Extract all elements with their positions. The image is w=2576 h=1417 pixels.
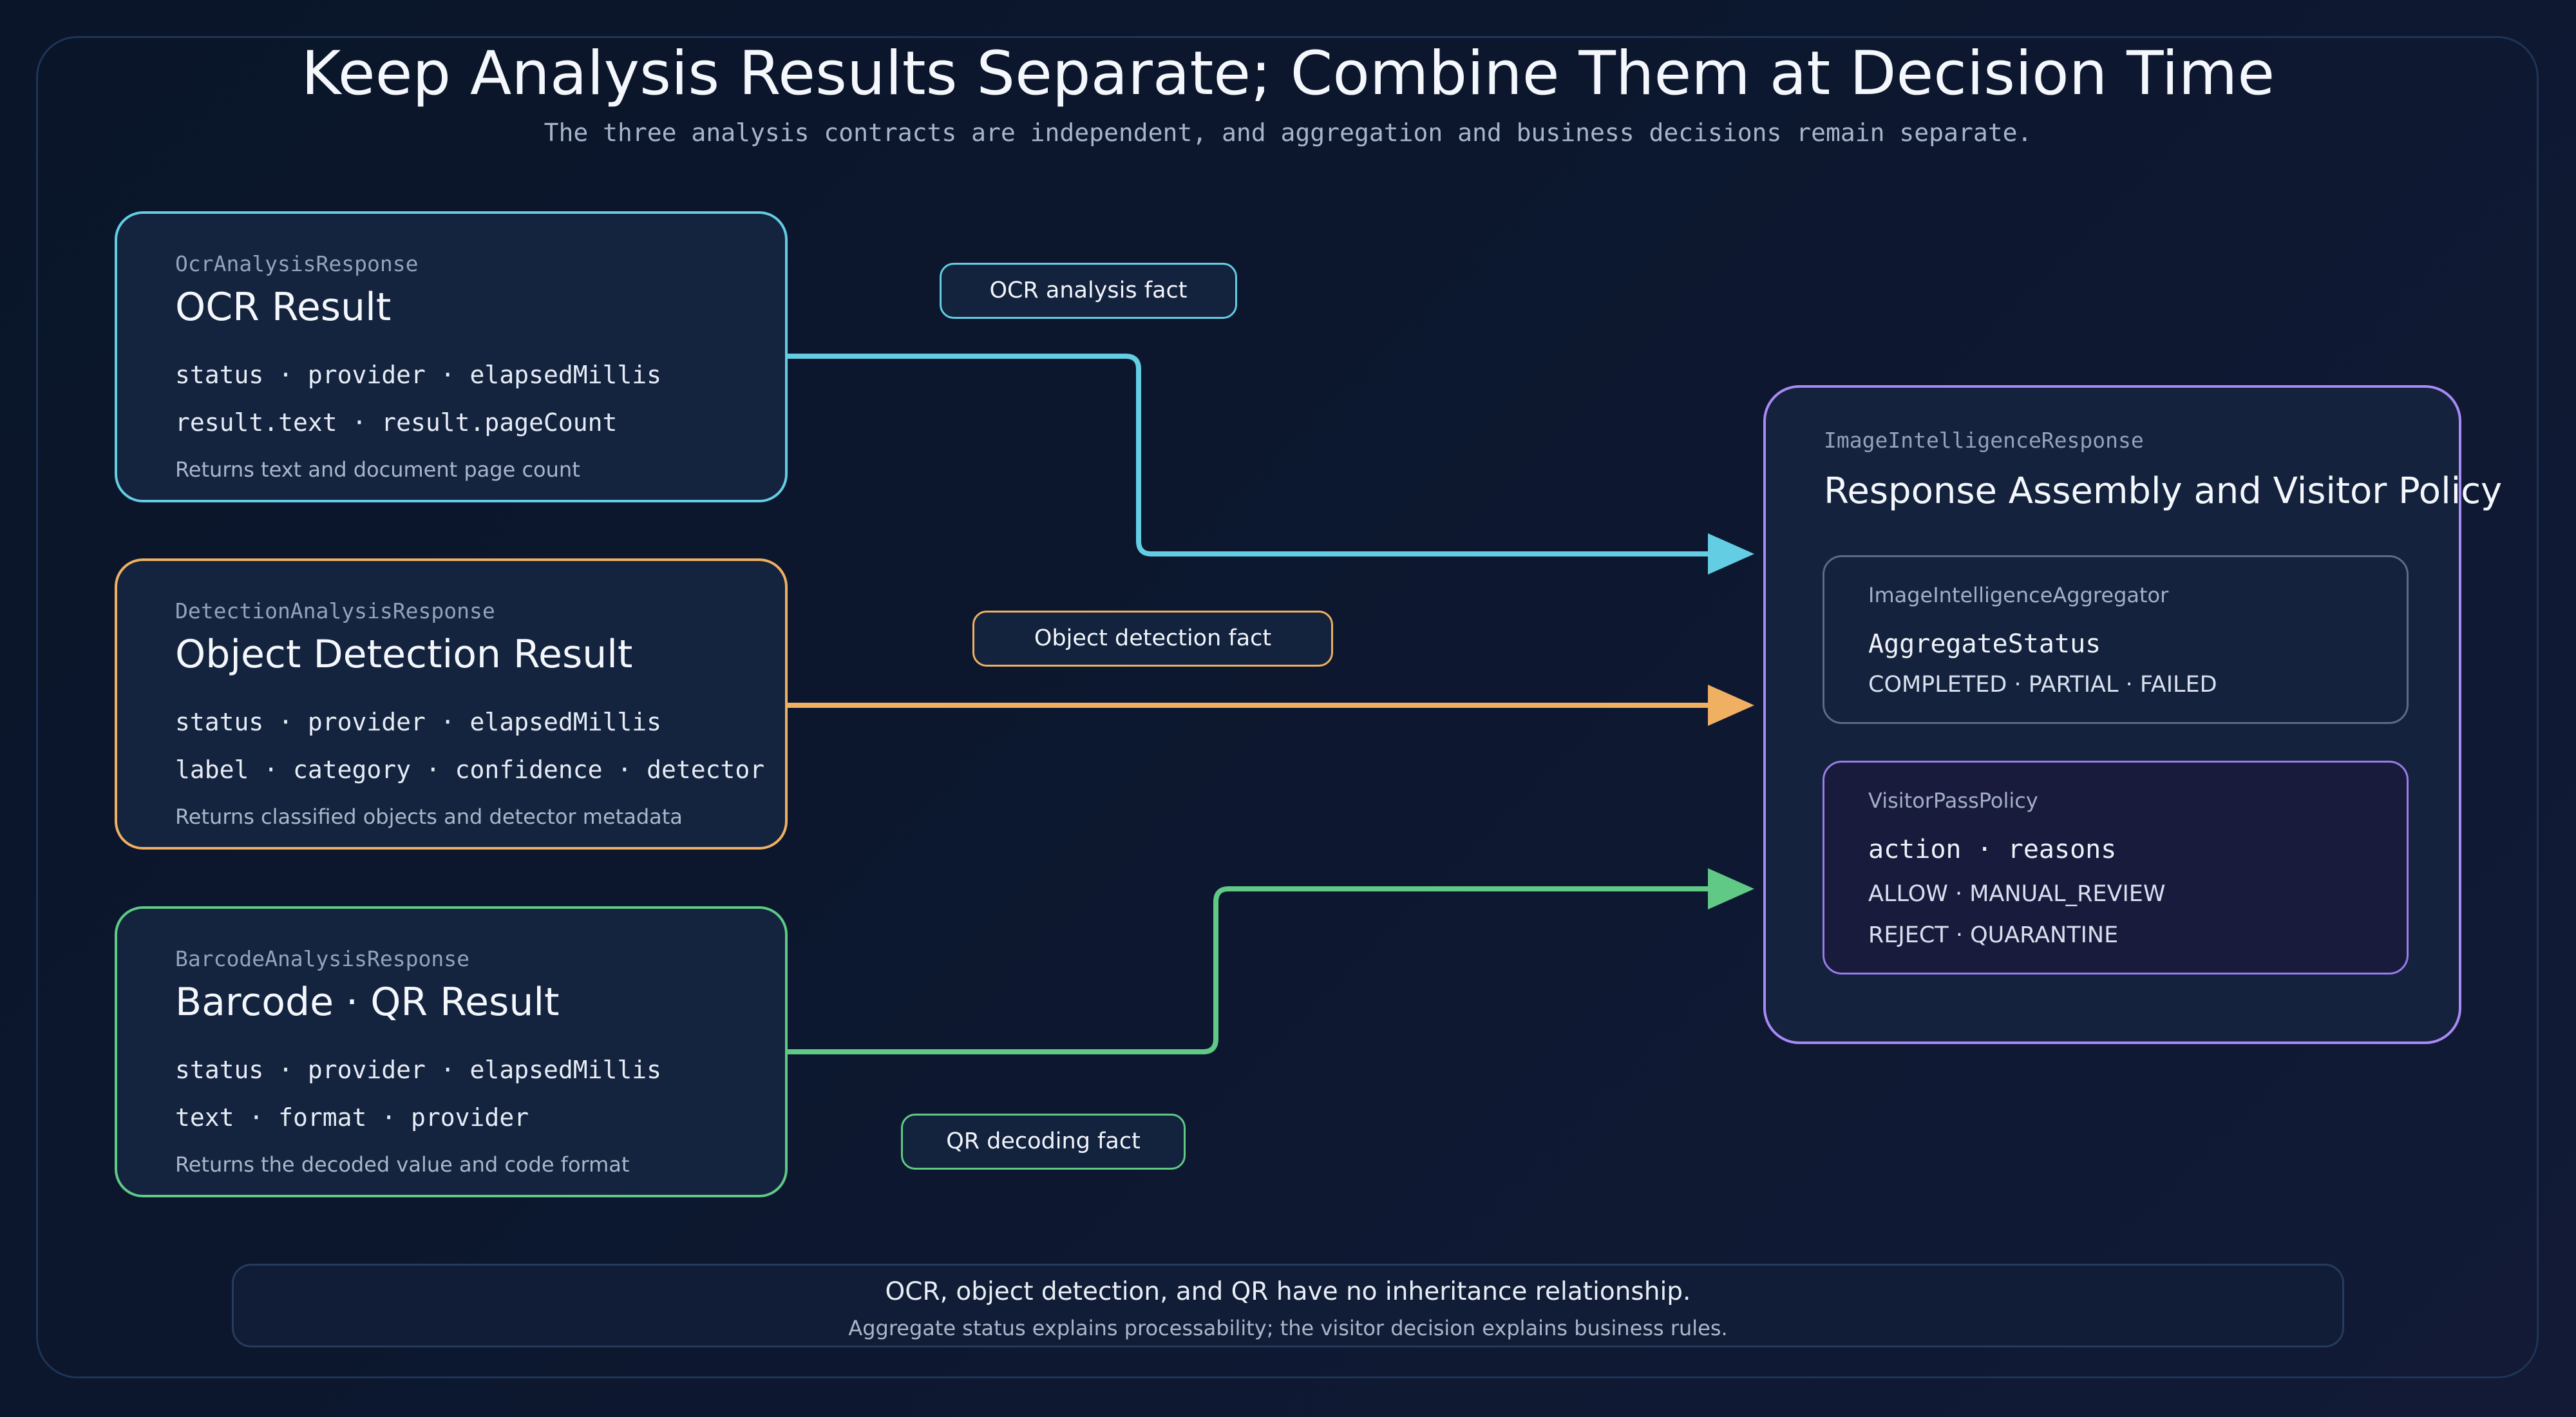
- ocr-card-description: Returns text and document page count: [175, 457, 580, 482]
- aggregator-tag: ImageIntelligenceAggregator: [1868, 583, 2169, 607]
- aggregator-field: AggregateStatus: [1868, 629, 2101, 659]
- barcode-card-description: Returns the decoded value and code forma…: [175, 1152, 630, 1177]
- barcode-card-heading: Barcode · QR Result: [175, 980, 560, 1025]
- diagram-title: Keep Analysis Results Separate; Combine …: [301, 39, 2275, 109]
- diagram-subtitle: The three analysis contracts are indepen…: [544, 119, 2032, 147]
- barcode-result-card: BarcodeAnalysisResponse Barcode · QR Res…: [115, 906, 788, 1197]
- panel-heading: Response Assembly and Visitor Policy: [1824, 470, 2503, 512]
- panel-tag: ImageIntelligenceResponse: [1824, 428, 2144, 453]
- footer-note: OCR, object detection, and QR have no in…: [232, 1264, 2344, 1347]
- barcode-card-tag: BarcodeAnalysisResponse: [175, 946, 469, 971]
- detection-result-card: DetectionAnalysisResponse Object Detecti…: [115, 558, 788, 850]
- detection-card-heading: Object Detection Result: [175, 632, 633, 677]
- ocr-card-heading: OCR Result: [175, 285, 392, 330]
- ocr-card-tag: OcrAnalysisResponse: [175, 251, 419, 276]
- detection-card-description: Returns classified objects and detector …: [175, 804, 683, 829]
- detection-card-tag: DetectionAnalysisResponse: [175, 598, 495, 623]
- policy-fields: action · reasons: [1868, 835, 2117, 864]
- visitor-policy-box: VisitorPassPolicy action · reasons ALLOW…: [1823, 761, 2409, 975]
- aggregator-values: COMPLETED · PARTIAL · FAILED: [1868, 672, 2217, 698]
- diagram-frame: [36, 36, 2539, 1378]
- barcode-card-fields-line2: text · format · provider: [175, 1103, 529, 1132]
- policy-tag: VisitorPassPolicy: [1868, 788, 2038, 813]
- policy-values-line1: ALLOW · MANUAL_REVIEW: [1868, 881, 2166, 907]
- ocr-card-fields-line2: result.text · result.pageCount: [175, 408, 618, 437]
- barcode-connector-arrow: [788, 868, 1754, 1054]
- ocr-connector-arrow: [788, 354, 1754, 575]
- ocr-edge-label: OCR analysis fact: [940, 263, 1237, 319]
- barcode-card-fields-line1: status · provider · elapsedMillis: [175, 1056, 661, 1084]
- detection-card-fields-line1: status · provider · elapsedMillis: [175, 708, 661, 736]
- detection-card-fields-line2: label · category · confidence · detector: [175, 756, 765, 784]
- footer-line1: OCR, object detection, and QR have no in…: [885, 1277, 1691, 1306]
- aggregator-box: ImageIntelligenceAggregator AggregateSta…: [1823, 555, 2409, 724]
- ocr-card-fields-line1: status · provider · elapsedMillis: [175, 361, 661, 389]
- footer-line2: Aggregate status explains processability…: [848, 1316, 1728, 1340]
- policy-values-line2: REJECT · QUARANTINE: [1868, 922, 2119, 948]
- image-intelligence-panel: ImageIntelligenceResponse Response Assem…: [1763, 385, 2502, 1044]
- barcode-edge-label: QR decoding fact: [901, 1114, 1186, 1170]
- ocr-result-card: OcrAnalysisResponse OCR Result status · …: [115, 211, 788, 502]
- detection-edge-label: Object detection fact: [972, 611, 1333, 667]
